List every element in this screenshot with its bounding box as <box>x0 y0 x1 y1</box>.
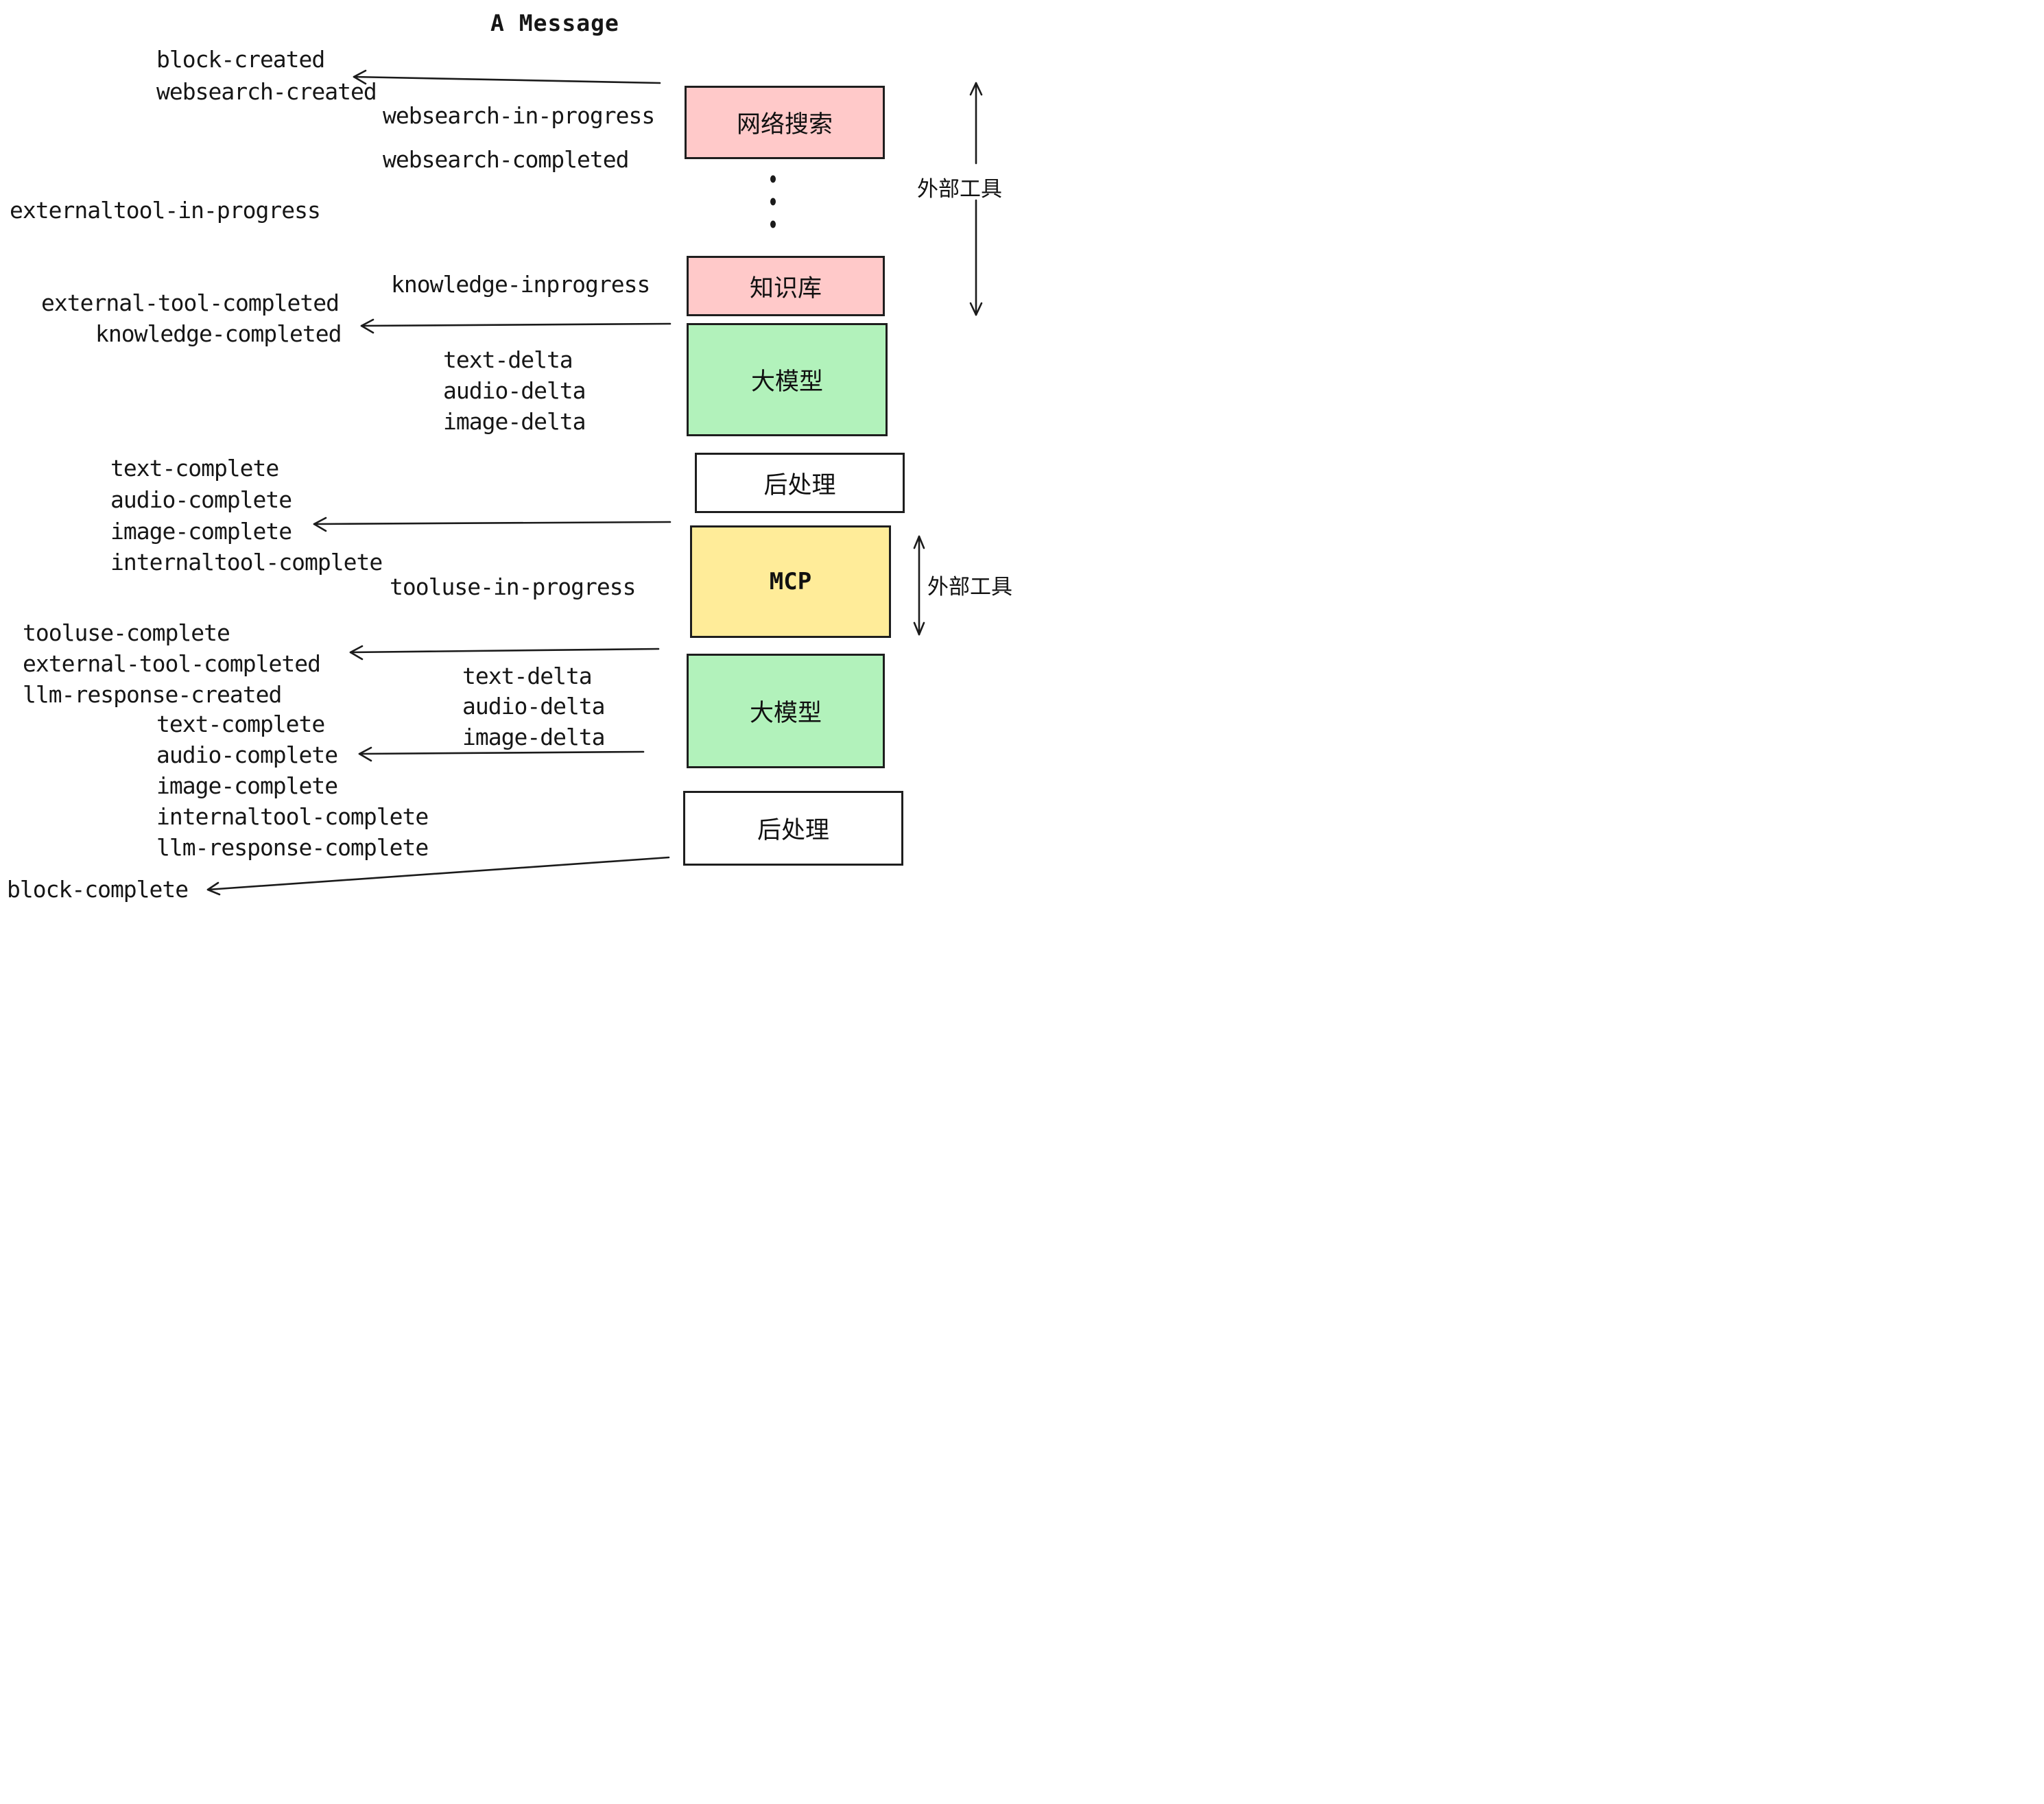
box-mcp-label: MCP <box>769 568 812 595</box>
event-audio-delta-2: audio-delta <box>462 693 606 720</box>
arrow-to-tooluse-complete <box>349 645 660 661</box>
event-websearch-completed: websearch-completed <box>383 146 629 173</box>
event-text-complete-2: text-complete <box>156 711 325 737</box>
event-audio-delta: audio-delta <box>443 377 586 404</box>
arrow-to-websearch-created <box>353 69 661 85</box>
event-text-complete: text-complete <box>110 455 279 482</box>
side-label-external-tools-top: 外部工具 <box>917 177 1002 202</box>
box-websearch-label: 网络搜索 <box>736 111 833 139</box>
box-llm-top: 大模型 <box>687 323 888 436</box>
event-internaltool-complete: internaltool-complete <box>110 549 383 575</box>
box-knowledge-label: 知识库 <box>749 274 822 302</box>
event-external-tool-completed-2: external-tool-completed <box>23 650 321 677</box>
box-websearch: 网络搜索 <box>685 86 885 159</box>
event-text-delta: text-delta <box>443 346 573 373</box>
event-llm-response-created: llm-response-created <box>23 681 282 708</box>
event-websearch-in-progress: websearch-in-progress <box>383 102 655 129</box>
event-image-delta: image-delta <box>443 408 586 435</box>
box-postprocess-top-label: 后处理 <box>763 471 836 499</box>
event-block-created: block-created <box>156 46 325 73</box>
event-internaltool-complete-2: internaltool-complete <box>156 803 429 830</box>
arrow-to-block-complete <box>206 856 670 896</box>
event-websearch-created: websearch-created <box>156 78 377 105</box>
event-llm-response-complete: llm-response-complete <box>156 834 429 861</box>
arrow-to-audio-complete <box>358 746 645 762</box>
event-knowledge-inprogress: knowledge-inprogress <box>391 271 650 298</box>
arrow-to-knowledge-completed <box>360 318 672 334</box>
event-text-delta-2: text-delta <box>462 663 593 689</box>
event-image-complete-2: image-complete <box>156 772 338 799</box>
diagram-canvas: A Message block-created websearch-create… <box>0 0 1022 902</box>
box-postprocess-bottom: 后处理 <box>683 791 903 866</box>
event-image-complete: image-complete <box>110 518 292 545</box>
event-knowledge-completed: knowledge-completed <box>95 320 342 347</box>
box-postprocess-bottom-label: 后处理 <box>757 817 829 844</box>
event-tooluse-in-progress: tooluse-in-progress <box>390 573 636 600</box>
event-image-delta-2: image-delta <box>462 724 606 750</box>
diagram-title: A Message <box>490 10 619 36</box>
event-tooluse-complete: tooluse-complete <box>23 619 230 646</box>
event-block-complete: block-complete <box>7 876 189 902</box>
box-mcp: MCP <box>690 525 891 638</box>
event-audio-complete: audio-complete <box>110 486 292 513</box>
arrows-layer <box>206 69 983 896</box>
box-llm-bottom: 大模型 <box>687 654 885 768</box>
event-externaltool-in-progress: externaltool-in-progress <box>10 197 321 224</box>
ellipsis-dots <box>770 175 776 228</box>
box-llm-top-label: 大模型 <box>750 368 823 396</box>
double-arrow-external-tools-bottom <box>913 535 925 636</box>
event-external-tool-completed: external-tool-completed <box>41 289 340 316</box>
arrow-to-image-complete <box>313 517 672 532</box>
box-knowledge: 知识库 <box>687 256 885 316</box>
side-label-external-tools-bottom: 外部工具 <box>927 575 1012 600</box>
box-llm-bottom-label: 大模型 <box>749 700 822 727</box>
event-audio-complete-2: audio-complete <box>156 741 338 768</box>
double-arrow-external-tools-top <box>969 82 983 316</box>
box-postprocess-top: 后处理 <box>695 453 905 513</box>
